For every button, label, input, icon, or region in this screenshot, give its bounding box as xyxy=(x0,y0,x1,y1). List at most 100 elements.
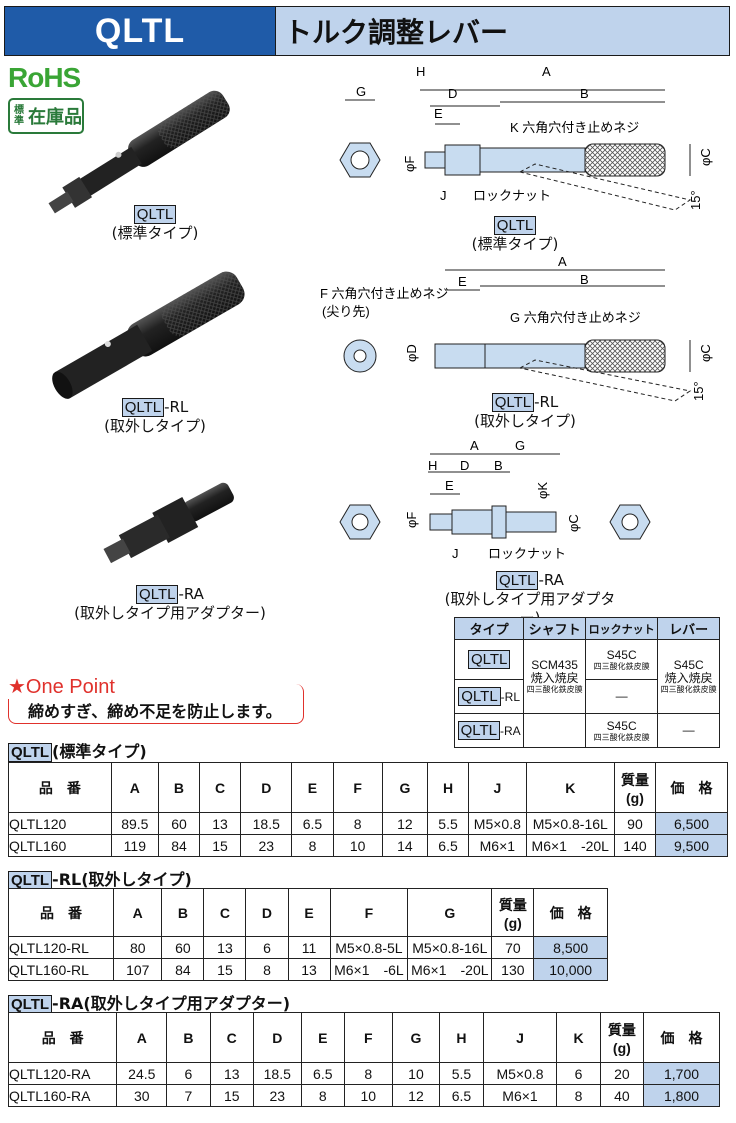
table-cell: 60 xyxy=(161,936,205,959)
table-cell: 18.5 xyxy=(252,1062,302,1085)
column-header: G xyxy=(407,888,493,937)
stock-badge-large: 在庫品 xyxy=(28,107,82,128)
column-header: A xyxy=(110,762,159,813)
page-header: QLTL トルク調整レバー xyxy=(4,6,730,56)
table-cell: M6×1 xyxy=(468,834,527,857)
column-header: 価 格 xyxy=(655,762,728,813)
svg-text:A: A xyxy=(558,256,567,269)
table-cell: 15 xyxy=(203,958,247,981)
svg-text:H: H xyxy=(428,458,437,473)
table-cell: 18.5 xyxy=(240,812,293,835)
svg-text:G: G xyxy=(515,438,525,453)
table-cell: QLTL120 xyxy=(8,812,112,835)
svg-text:φK: φK xyxy=(535,482,550,499)
table-cell: 15 xyxy=(199,834,242,857)
table-cell: QLTL160 xyxy=(8,834,112,857)
svg-text:J: J xyxy=(440,188,447,203)
column-header: H xyxy=(426,762,470,813)
column-header: 質量 (g) xyxy=(599,1012,645,1063)
table-cell: 8 xyxy=(300,1084,345,1107)
svg-text:B: B xyxy=(580,272,589,287)
column-header: 品 番 xyxy=(7,888,115,937)
one-point-box xyxy=(8,684,304,724)
column-header: B xyxy=(157,762,201,813)
stock-badge-small: 標準 xyxy=(14,105,24,127)
one-point-title: ★One Point xyxy=(8,674,119,699)
table-cell: 23 xyxy=(252,1084,302,1107)
table-cell: 6 xyxy=(245,936,289,959)
table-cell: 7 xyxy=(166,1084,211,1107)
caption-removable: QLTL-RL(取外しタイプ) xyxy=(104,398,206,435)
table-cell: 20 xyxy=(599,1062,645,1085)
column-header: E xyxy=(300,1012,345,1063)
svg-text:G: G xyxy=(356,84,366,99)
column-header: B xyxy=(161,888,205,937)
table-cell: 10 xyxy=(391,1062,441,1085)
svg-text:φC: φC xyxy=(698,344,713,362)
table-cell: M5×0.8 xyxy=(468,812,527,835)
table-cell: 6 xyxy=(556,1062,601,1085)
product-photo-standard xyxy=(48,90,230,214)
svg-text:A: A xyxy=(470,438,479,453)
svg-text:φC: φC xyxy=(566,514,581,532)
column-header: C xyxy=(209,1012,254,1063)
column-header: G xyxy=(381,762,429,813)
column-header: F xyxy=(329,888,409,937)
drawing-adapter: A G H D B E φF φK φC J ロックナット xyxy=(339,438,651,561)
table-cell: 5.5 xyxy=(426,812,470,835)
table-cell: 10 xyxy=(332,834,383,857)
table-cell: M5×0.8-16L xyxy=(525,812,615,835)
table-cell: 14 xyxy=(381,834,429,857)
table-cell: 8 xyxy=(245,958,289,981)
caption-adapter: QLTL-RA(取外しタイプ用アダプター) xyxy=(74,585,266,622)
svg-text:15°: 15° xyxy=(688,190,703,210)
column-header: J xyxy=(468,762,527,813)
table-cell: 90 xyxy=(613,812,657,835)
table-cell: 13 xyxy=(209,1062,254,1085)
table-cell: M6×1 -20L xyxy=(525,834,615,857)
column-header: B xyxy=(166,1012,211,1063)
drawing-caption-standard: QLTL(標準タイプ) xyxy=(471,216,559,253)
column-header: F xyxy=(332,762,383,813)
svg-text:ロックナット: ロックナット xyxy=(488,546,566,561)
table-cell: 11 xyxy=(287,936,331,959)
table-cell: 8 xyxy=(291,834,334,857)
table-cell: 6,500 xyxy=(655,812,728,835)
table-cell: 10,000 xyxy=(533,958,608,981)
column-header: 価 格 xyxy=(533,888,608,937)
table-cell: 1,800 xyxy=(643,1084,720,1107)
table-cell: M6×1 -20L xyxy=(407,958,493,981)
table-cell: 24.5 xyxy=(116,1062,168,1085)
table-cell: 119 xyxy=(110,834,159,857)
table-cell: 70 xyxy=(491,936,535,959)
svg-text:B: B xyxy=(494,458,503,473)
svg-text:F 六角穴付き止めネジ: F 六角穴付き止めネジ xyxy=(320,286,449,301)
svg-text:φD: φD xyxy=(404,344,419,362)
svg-text:G 六角穴付き止めネジ: G 六角穴付き止めネジ xyxy=(510,310,641,325)
table-cell: 8 xyxy=(332,812,383,835)
svg-text:D: D xyxy=(448,86,457,101)
table-cell: 107 xyxy=(113,958,163,981)
column-header: C xyxy=(203,888,247,937)
column-header: 価 格 xyxy=(643,1012,720,1063)
svg-text:H: H xyxy=(416,64,425,79)
table-cell: 6.5 xyxy=(300,1062,345,1085)
svg-text:E: E xyxy=(458,274,467,289)
table-cell: 80 xyxy=(113,936,163,959)
table-cell: 60 xyxy=(157,812,201,835)
column-header: A xyxy=(113,888,163,937)
product-photo-removable xyxy=(52,271,245,399)
column-header: C xyxy=(199,762,242,813)
svg-text:φF: φF xyxy=(402,156,417,172)
drawing-caption-removable: QLTL-RL(取外しタイプ) xyxy=(474,393,576,430)
svg-text:15°: 15° xyxy=(691,381,706,401)
table1-heading: QLTL(標準タイプ) xyxy=(8,738,147,762)
table-cell: 6 xyxy=(166,1062,211,1085)
table-cell: M5×0.8-5L xyxy=(329,936,409,959)
